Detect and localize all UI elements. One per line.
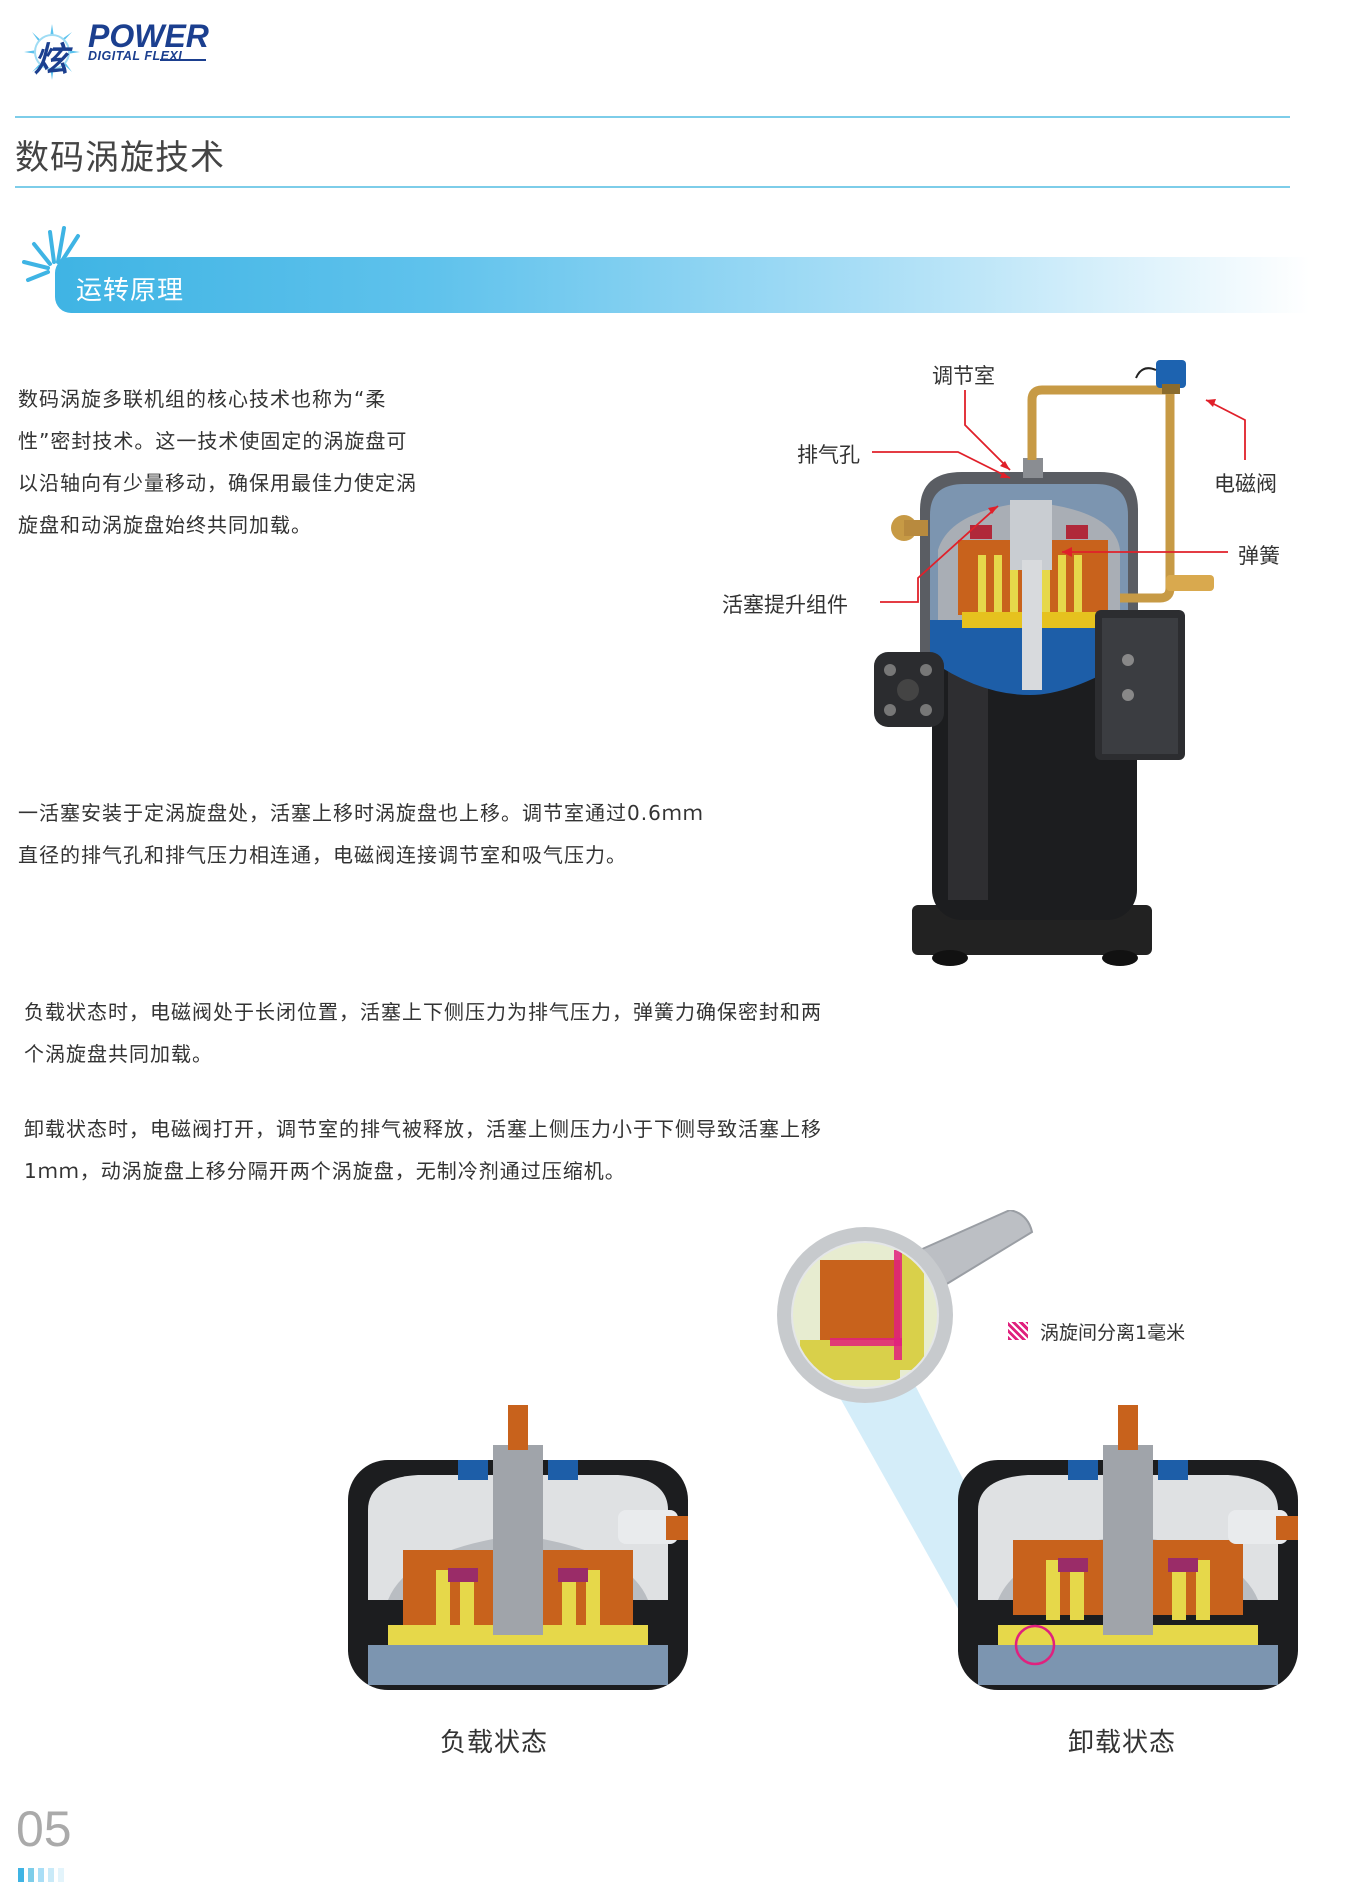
compressor-cutaway-diagram [874, 360, 1214, 966]
logo-underline [160, 59, 206, 61]
brand-logo-badge: 炫 [22, 22, 82, 82]
unloaded-paragraph: 卸载状态时，电磁阀打开，调节室的排气被释放，活塞上侧压力小于下侧导致活塞上移 1… [24, 1117, 822, 1183]
logo-burst-icon [24, 24, 80, 80]
title-rule-top [15, 116, 1290, 118]
caption-loaded: 负载状态 [440, 1728, 549, 1758]
section-title: 运转原理 [76, 276, 185, 306]
loaded-state-diagram [348, 1405, 688, 1690]
intro-paragraph: 数码涡旋多联机组的核心技术也称为“柔 性”密封技术。这一技术使固定的涡旋盘可 以… [18, 387, 417, 537]
title-rule-bottom [15, 186, 1290, 188]
label-spring: 弹簧 [1238, 544, 1280, 568]
label-piston: 活塞提升组件 [722, 593, 848, 617]
legend-swatch [1008, 1322, 1028, 1340]
magnifier-illustration [777, 1210, 1040, 1630]
label-chamber: 调节室 [932, 364, 995, 388]
label-valve: 电磁阀 [1214, 472, 1277, 496]
logo-character: 炫 [34, 40, 68, 80]
logo-power-text: POWER [88, 18, 209, 54]
unloaded-state-diagram [958, 1405, 1298, 1690]
section-banner [55, 257, 1310, 313]
label-vent: 排气孔 [797, 443, 860, 467]
footer-stripes-icon [18, 1868, 64, 1882]
logo-subtitle: DIGITAL FLEXI [88, 49, 183, 63]
page-number: 05 [16, 1801, 72, 1857]
legend-label: 涡旋间分离1毫米 [1040, 1322, 1186, 1344]
piston-paragraph: 一活塞安装于定涡旋盘处，活塞上移时涡旋盘也上移。调节室通过0.6ｍｍ 直径的排气… [18, 801, 704, 867]
page-title: 数码涡旋技术 [15, 138, 225, 178]
loaded-paragraph: 负载状态时，电磁阀处于长闭位置，活塞上下侧压力为排气压力，弹簧力确保密封和两 个… [24, 1000, 822, 1066]
caption-unloaded: 卸载状态 [1068, 1728, 1177, 1758]
